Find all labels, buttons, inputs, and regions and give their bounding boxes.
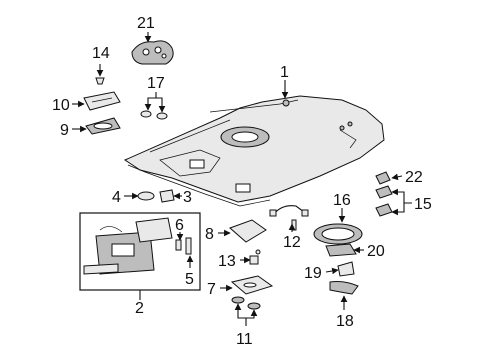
bracket-22 xyxy=(375,171,391,185)
callout-7: 7 xyxy=(207,281,216,298)
callout-10: 10 xyxy=(52,97,70,114)
callout-20: 20 xyxy=(367,243,385,260)
console-assembly-21 xyxy=(131,40,174,65)
callout-2: 2 xyxy=(135,300,144,317)
trim-18 xyxy=(329,281,359,295)
callout-12: 12 xyxy=(283,234,301,251)
callout-18: 18 xyxy=(336,313,354,330)
callout-15: 15 xyxy=(414,196,432,213)
callout-4: 4 xyxy=(112,189,121,206)
sunvisor xyxy=(83,217,192,275)
bulbs-17 xyxy=(140,110,168,120)
leader-lines xyxy=(72,32,412,326)
lens-8 xyxy=(229,219,267,243)
callout-3: 3 xyxy=(183,189,192,206)
cover-19 xyxy=(337,261,355,277)
harness-12 xyxy=(269,205,309,231)
lamp-housing-10 xyxy=(83,91,121,111)
callout-21: 21 xyxy=(137,15,155,32)
callout-1: 1 xyxy=(280,64,289,81)
callout-8: 8 xyxy=(205,226,214,243)
callout-16: 16 xyxy=(333,192,351,209)
socket-13 xyxy=(249,249,261,265)
callout-6: 6 xyxy=(175,217,184,234)
headliner xyxy=(123,95,385,207)
lamp-lens-9 xyxy=(85,117,121,135)
callout-17: 17 xyxy=(147,75,165,92)
console-bezel-20 xyxy=(325,243,357,257)
clip-4 xyxy=(137,191,155,201)
callout-11: 11 xyxy=(236,331,253,348)
callout-14: 14 xyxy=(92,45,110,62)
clips-15 xyxy=(375,185,393,217)
callout-13: 13 xyxy=(218,253,236,270)
callout-labels: 1 2 3 4 5 6 7 8 9 10 11 12 13 14 15 16 1… xyxy=(52,15,432,348)
callout-9: 9 xyxy=(60,122,69,139)
console-16 xyxy=(313,223,363,245)
clip-3 xyxy=(159,189,175,203)
callout-22: 22 xyxy=(405,169,423,186)
clip-14 xyxy=(95,77,105,85)
callout-5: 5 xyxy=(185,271,194,288)
callout-19: 19 xyxy=(304,265,322,282)
dome-lamp-7 xyxy=(230,275,274,295)
lenses-11 xyxy=(231,296,261,310)
